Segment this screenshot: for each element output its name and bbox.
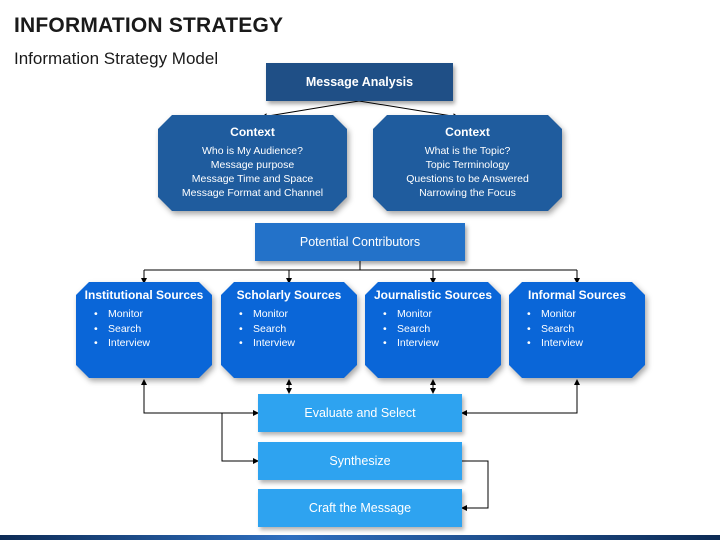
arrow-to-context-1 [261,100,360,120]
source-item: Interview [94,336,212,351]
source-heading: Journalistic Sources [373,288,493,302]
source-item: Interview [239,336,357,351]
source-item: Search [239,322,357,337]
context-heading: Context [230,125,275,139]
context-line: Message Format and Channel [181,187,324,199]
synthesize-box: Synthesize [258,442,462,480]
source-item: Interview [383,336,501,351]
source-item: Monitor [94,307,212,322]
context-line: Message purpose [210,159,295,171]
context-heading: Context [445,125,490,139]
context-box-topic: Context What is the Topic? Topic Termino… [373,115,562,211]
source-box-scholarly: Scholarly Sources Monitor Search Intervi… [221,282,357,378]
source-item: Search [94,322,212,337]
context-line: Who is My Audience? [202,145,303,157]
context-line: Topic Terminology [425,159,510,171]
arrow-synthesize-craft [461,460,489,511]
source-heading: Informal Sources [527,288,627,302]
context-line: Narrowing the Focus [419,187,516,199]
source-item: Search [383,322,501,337]
source-item: Monitor [527,307,645,322]
source-box-institutional: Institutional Sources Monitor Search Int… [76,282,212,378]
source-heading: Institutional Sources [84,288,204,302]
source-heading: Scholarly Sources [236,288,342,302]
page-title: INFORMATION STRATEGY [14,14,284,37]
source-box-journalistic: Journalistic Sources Monitor Search Inte… [365,282,501,378]
craft-message-box: Craft the Message [258,489,462,527]
source-box-informal: Informal Sources Monitor Search Intervie… [509,282,645,378]
context-line: What is the Topic? [424,145,511,157]
source-item: Interview [527,336,645,351]
message-analysis-box: Message Analysis [266,63,453,101]
arrow-evaluate-synthesize [221,412,259,464]
source-item: Monitor [239,307,357,322]
arrow-informal-evaluate [461,379,580,416]
arrow-institutional-evaluate [141,379,259,416]
context-line: Questions to be Answered [406,173,529,185]
source-item: Search [527,322,645,337]
page-subtitle: Information Strategy Model [14,49,219,68]
potential-contributors-box: Potential Contributors [255,223,465,261]
evaluate-select-box: Evaluate and Select [258,394,462,432]
context-line: Message Time and Space [191,173,314,185]
footer-bar [0,535,720,540]
source-item: Monitor [383,307,501,322]
context-box-audience: Context Who is My Audience? Message purp… [158,115,347,211]
arrow-to-context-2 [358,100,459,120]
